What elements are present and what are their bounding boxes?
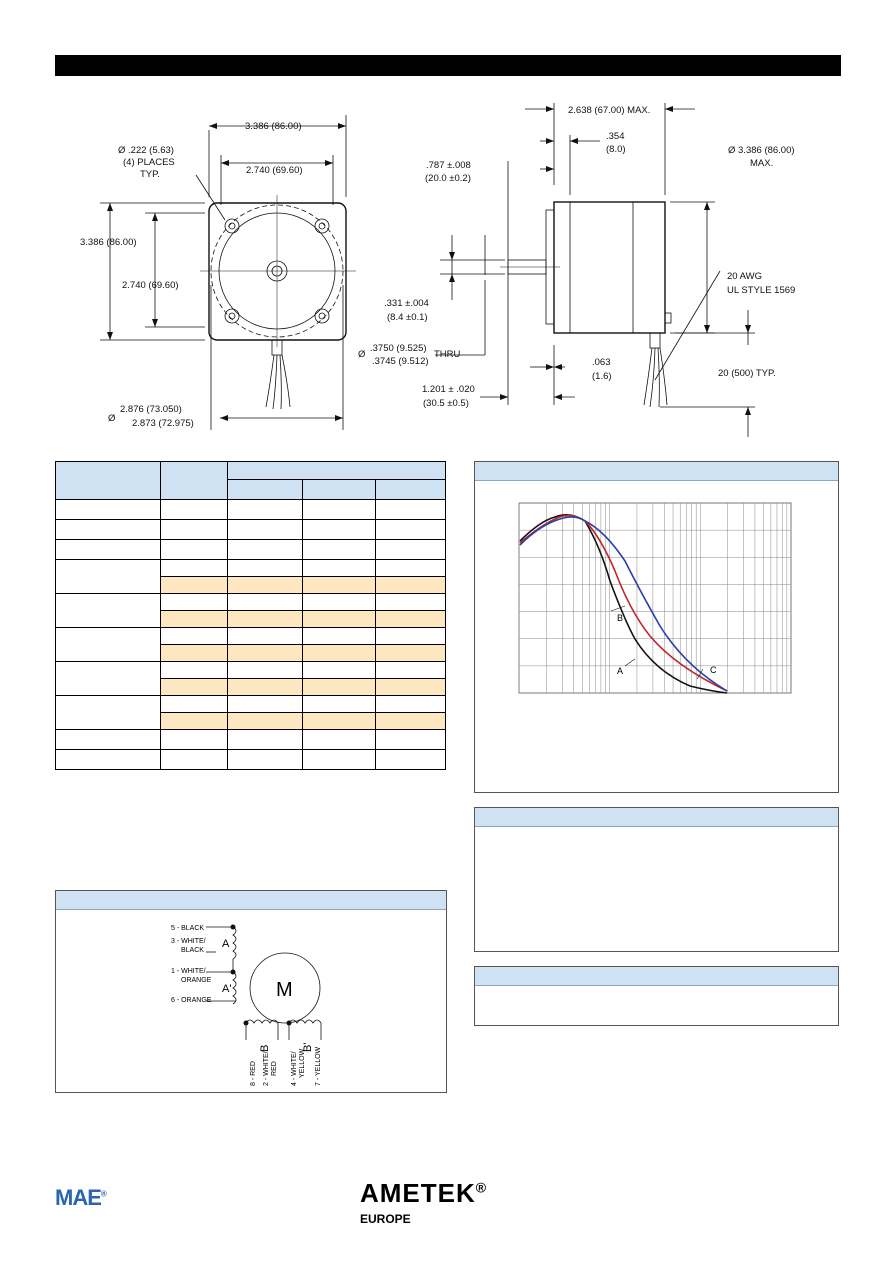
coil-a2-label: A': [222, 983, 231, 995]
dim-body-dia-2: MAX.: [750, 158, 773, 169]
dim-flat-2: (8.4 ±0.1): [387, 312, 428, 323]
table-header-cell: [160, 461, 228, 500]
dim-wire-1: 20 AWG: [727, 271, 762, 282]
dim-hole-dia: Ø .222 (5.63): [118, 145, 174, 156]
table-row: [55, 695, 446, 730]
panel-header: [475, 967, 838, 986]
lead-b-2: 2 - WHITE/: [263, 1051, 270, 1086]
coil-b-label: B: [259, 1045, 271, 1052]
panel-header: [56, 891, 446, 910]
table-row: [56, 576, 446, 594]
dim-shaft-len-1: .787 ±.008: [426, 160, 471, 171]
dim-hole-count: (4) PLACES: [123, 157, 175, 168]
wiring-panel: M A A' 5 - BLACK 3 - WHITE/ BLACK 1 - WH…: [55, 890, 447, 1093]
dim-wire-2: UL STYLE 1569: [727, 285, 795, 296]
panel-header: [475, 462, 838, 481]
table-row: [56, 644, 446, 662]
lead-b-3: RED: [271, 1061, 278, 1076]
wiring-diagram: M A A' 5 - BLACK 3 - WHITE/ BLACK 1 - WH…: [171, 924, 322, 1086]
dim-length-max: 2.638 (67.00) MAX.: [568, 105, 650, 116]
mae-logo: MAE®: [55, 1185, 107, 1210]
curve-b: [519, 514, 728, 692]
ametek-europe-label: EUROPE: [360, 1212, 411, 1226]
lead-a-1: 5 - BLACK: [171, 925, 204, 932]
header-bar: [55, 55, 841, 76]
lead-a-4: 1 - WHITE/: [171, 968, 206, 975]
table-row: [56, 610, 446, 628]
curve-label-c: C: [710, 665, 717, 675]
coil-b2-label: B': [302, 1043, 314, 1052]
lead-a-2: 3 - WHITE/: [171, 938, 206, 945]
lead-a-6: 6 - ORANGE: [171, 997, 212, 1004]
dim-width-outer: 3.386 (86.00): [245, 121, 302, 132]
dim-pilot-len-1: 1.201 ± .020: [422, 384, 475, 395]
lead-b-5: YELLOW: [299, 1048, 306, 1078]
curve-c: [519, 516, 728, 692]
dimension-drawing: 3.386 (86.00) 2.740 (69.60) Ø .222 (5.63…: [80, 103, 795, 437]
table-row: [56, 678, 446, 696]
spec-table: [55, 461, 446, 770]
table-row: [55, 627, 446, 662]
dim-flange-1: .354: [606, 131, 625, 142]
table-header-cell: [227, 461, 446, 480]
curve-a: [519, 513, 728, 694]
table-row: [55, 519, 446, 540]
table-row: [55, 749, 446, 770]
dim-pilot-thk-2: (1.6): [592, 371, 612, 382]
panel-header: [475, 808, 838, 827]
dim-hole-typ: TYP.: [140, 169, 160, 180]
dim-shaft-thru: THRU: [434, 349, 461, 360]
curve-label-a: A: [617, 666, 623, 676]
lead-b-4: 4 - WHITE/: [291, 1051, 298, 1086]
table-header-cell: [302, 479, 376, 500]
info-panel-small: [474, 966, 839, 1026]
coil-a-label: A: [222, 938, 230, 950]
lead-a-3: BLACK: [181, 947, 204, 954]
dim-flat-1: .331 ±.004: [384, 298, 429, 309]
dim-shaft-dia-1: .3750 (9.525): [370, 343, 427, 354]
table-header-cell: [55, 461, 161, 500]
dim-height-inner: 2.740 (69.60): [122, 280, 179, 291]
curve-label-b: B: [617, 613, 623, 623]
dim-shaft-dia-2: .3745 (9.512): [372, 356, 429, 367]
dim-pilot-thk-1: .063: [592, 357, 611, 368]
table-row: [55, 661, 446, 696]
table-row: [55, 539, 446, 560]
torque-chart: A B C: [518, 502, 792, 694]
dim-body-dia-1: Ø 3.386 (86.00): [728, 145, 795, 156]
dim-flange-2: (8.0): [606, 144, 626, 155]
lead-a-5: ORANGE: [181, 977, 212, 984]
table-row: [55, 559, 446, 594]
lead-b-1: 8 - RED: [250, 1061, 257, 1086]
dim-pilot-symbol: Ø: [108, 413, 116, 424]
table-header-cell: [375, 479, 446, 500]
dim-lead-len: 20 (500) TYP.: [718, 368, 776, 379]
dim-pilot-len-2: (30.5 ±0.5): [423, 398, 469, 409]
table-header-cell: [227, 479, 303, 500]
table-row: [56, 712, 446, 730]
ametek-logo: AMETEK®: [360, 1178, 488, 1208]
torque-chart-panel: A B C: [474, 461, 839, 793]
dim-pilot-1: 2.876 (73.050): [120, 404, 182, 415]
dim-width-inner: 2.740 (69.60): [246, 165, 303, 176]
dim-shaft-len-2: (20.0 ±0.2): [425, 173, 471, 184]
motor-body: [553, 201, 666, 334]
table-row: [55, 593, 446, 628]
table-row: [55, 729, 446, 750]
dim-height-outer: 3.386 (86.00): [80, 237, 137, 248]
lead-b-6: 7 - YELLOW: [315, 1046, 322, 1086]
dim-pilot-2: 2.873 (72.975): [132, 418, 194, 429]
flange-outline: [208, 202, 347, 341]
dim-shaft-symbol: Ø: [358, 349, 366, 360]
motor-label: M: [276, 979, 293, 1001]
table-row: [55, 499, 446, 520]
info-panel: [474, 807, 839, 952]
